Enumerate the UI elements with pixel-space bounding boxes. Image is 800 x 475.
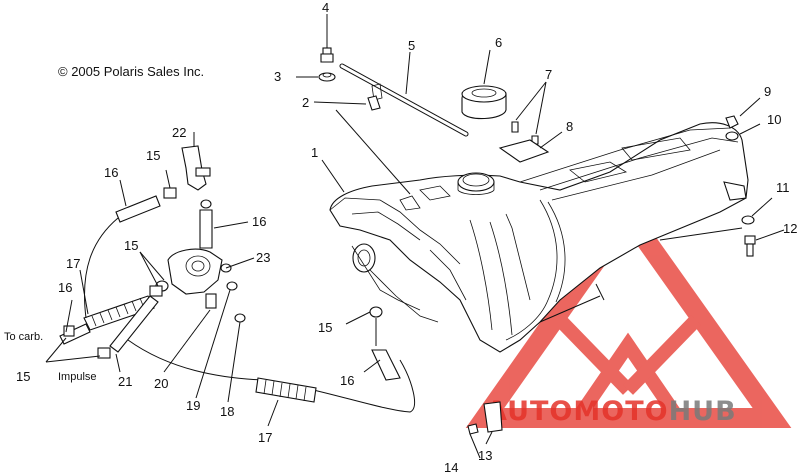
part-11-washer <box>741 215 755 225</box>
part-10-washer <box>725 131 739 141</box>
callout-15c: 15 <box>16 369 30 384</box>
callout-17b: 17 <box>258 430 272 445</box>
callout-14: 14 <box>444 460 458 475</box>
callout-3: 3 <box>274 69 281 84</box>
callout-15d: 15 <box>318 320 332 335</box>
callout-22: 22 <box>172 125 186 140</box>
part-3-grommet <box>318 72 336 82</box>
callout-16d: 16 <box>340 373 354 388</box>
fuel-valve-assembly <box>155 248 246 323</box>
copyright-text: © 2005 Polaris Sales Inc. <box>58 64 204 79</box>
callout-16a: 16 <box>104 165 118 180</box>
callout-17a: 17 <box>66 256 80 271</box>
callout-11: 11 <box>776 180 790 195</box>
part-7-screws <box>511 121 539 145</box>
callout-12: 12 <box>783 221 797 236</box>
callout-9: 9 <box>764 84 771 99</box>
watermark-text: AUTOMOTOHUB <box>486 396 737 427</box>
leader-lines <box>45 14 785 459</box>
part-5-vent-rod <box>339 63 469 137</box>
watermark-logo <box>465 197 792 428</box>
label-impulse: Impulse <box>58 371 97 383</box>
callout-15b: 15 <box>124 238 138 253</box>
part-2-clip <box>367 95 381 111</box>
label-to-carb: To carb. <box>4 331 43 343</box>
part-4-bolt <box>320 47 334 63</box>
callout-4: 4 <box>322 0 329 15</box>
callout-1: 1 <box>311 145 318 160</box>
part-13-bracket <box>483 401 503 433</box>
callout-7: 7 <box>545 67 552 82</box>
callout-16b: 16 <box>252 214 266 229</box>
callout-19: 19 <box>186 398 200 413</box>
callout-5: 5 <box>408 38 415 53</box>
part-14-screw <box>467 423 479 435</box>
part-1-fuel-tank <box>329 122 749 353</box>
callout-8: 8 <box>566 119 573 134</box>
callout-16c: 16 <box>58 280 72 295</box>
callout-20: 20 <box>154 376 168 391</box>
callout-21: 21 <box>118 374 132 389</box>
callout-2: 2 <box>302 95 309 110</box>
part-8-bracket <box>498 139 550 163</box>
callout-6: 6 <box>495 35 502 50</box>
part-6-fuel-cap <box>461 85 507 120</box>
callout-10: 10 <box>767 112 781 127</box>
part-12-bolt <box>744 235 756 257</box>
watermark-moto: MOTO <box>573 396 668 427</box>
callout-18: 18 <box>220 404 234 419</box>
fuel-hoses <box>59 187 605 413</box>
callout-13: 13 <box>478 448 492 463</box>
callout-15a: 15 <box>146 148 160 163</box>
part-9-nut <box>725 115 739 129</box>
watermark-hub: HUB <box>669 396 737 427</box>
callout-23: 23 <box>256 250 270 265</box>
part-22-elbow-fitting <box>181 145 211 191</box>
callout-numbers: 1 2 3 4 5 6 7 8 9 10 11 12 13 14 15 15 1… <box>16 0 797 475</box>
